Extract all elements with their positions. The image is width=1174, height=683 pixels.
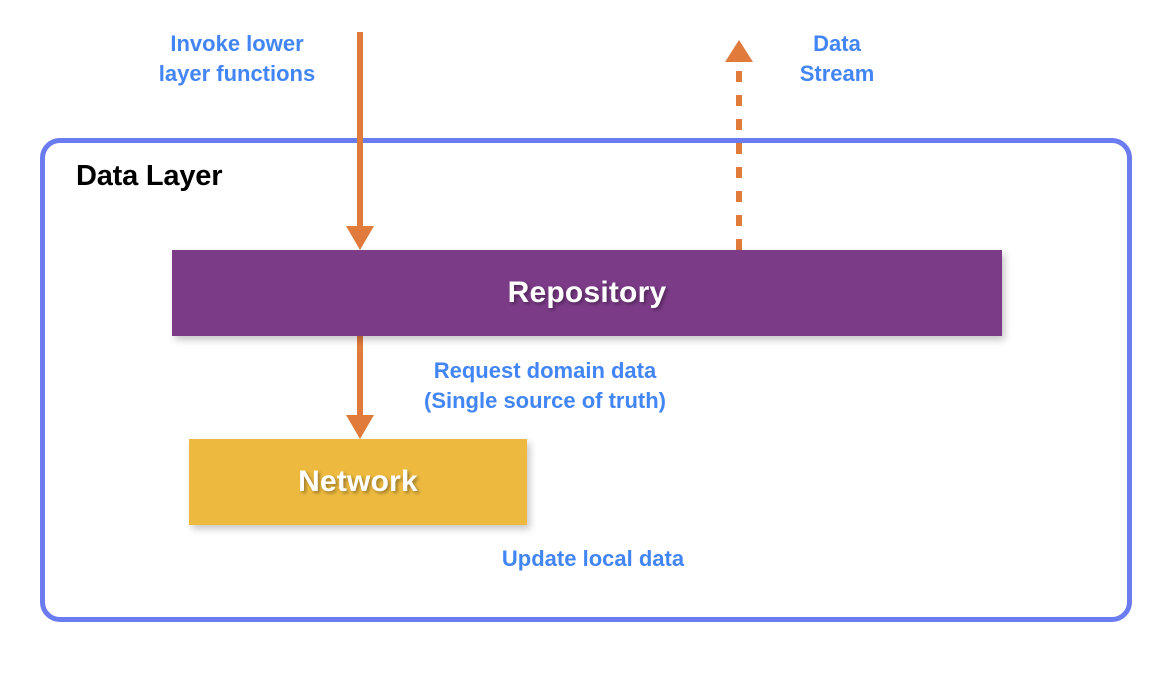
annotation-invoke-lower-layer-functions: Invoke lower layer functions [158, 31, 316, 86]
annotation-data-stream: Data Stream [799, 31, 875, 86]
repository-label: Repository [507, 276, 667, 309]
annotation-request-domain-data: Request domain data (Single source of tr… [424, 358, 666, 413]
data-layer-container [40, 138, 1132, 622]
annotation-update-local-data: Update local data [501, 546, 685, 571]
network-block[interactable]: Network [189, 439, 527, 525]
network-label: Network [298, 465, 418, 498]
repository-block[interactable]: Repository [172, 250, 1002, 336]
data-layer-title: Data Layer [76, 160, 223, 192]
